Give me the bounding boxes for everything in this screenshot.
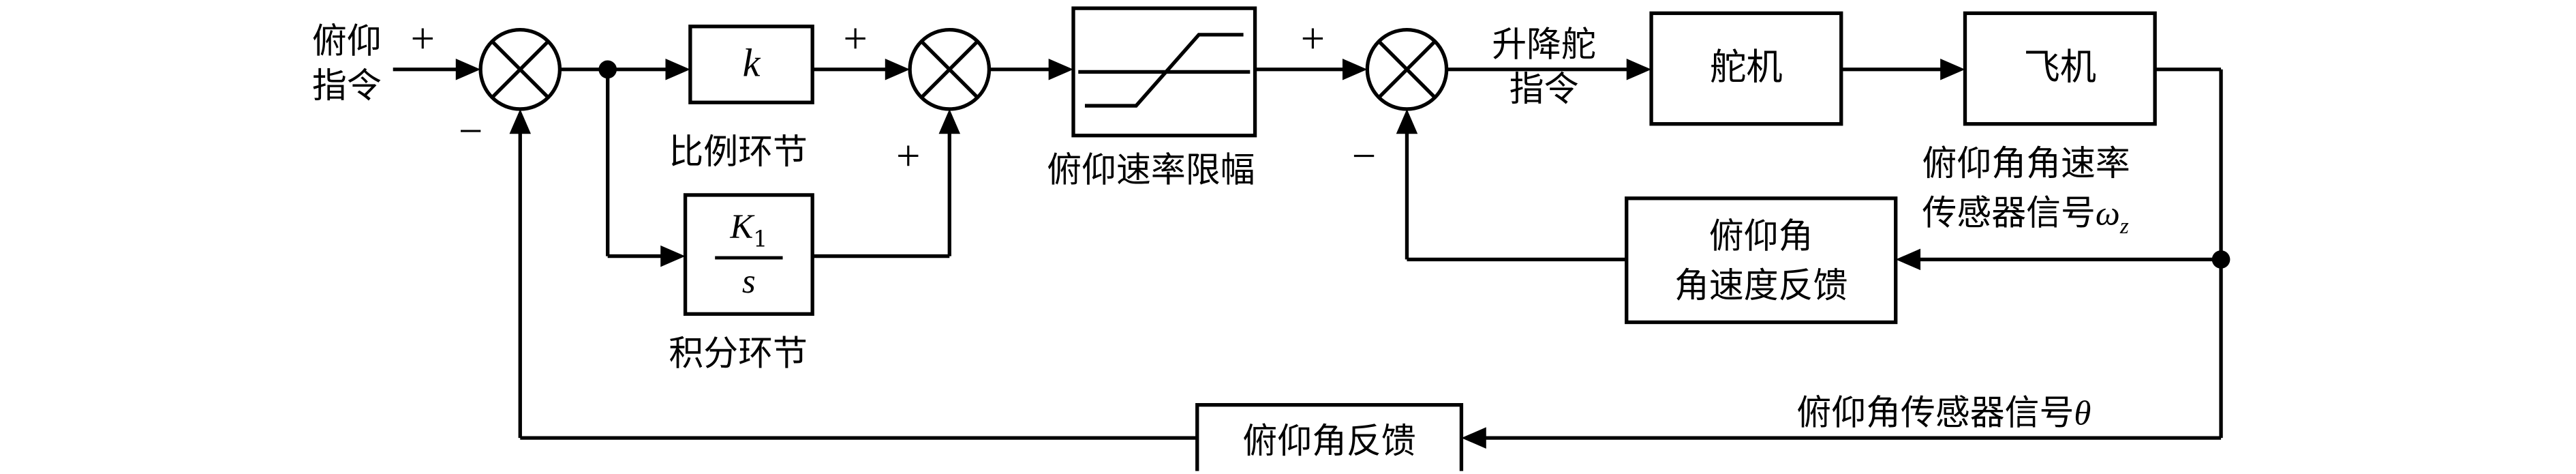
integrator-block-outline [683,193,814,316]
arrow-into-sum1-bottom [509,108,532,134]
arrow-into-sum3-bottom [1396,108,1418,134]
aircraft-block-outline [1963,11,2157,126]
arrow-into-servo [1626,59,1652,80]
servo-block-outline [1649,11,1843,126]
sum2-plus-top-sign: + [843,15,868,63]
pitch-angle-sensor-prefix: 俯仰角传感器信号 [1796,393,2074,433]
rate-feedback-block-label: 俯仰角 角速度反馈 [1674,216,1848,306]
proportional-caption: 比例环节 [669,132,808,173]
arrow-into-integrator [660,245,686,267]
arrow-into-sum2-bottom [938,108,961,134]
sum3-plus-sign: + [1301,15,1325,63]
pitch-command-label: 俯仰 指令 [311,21,382,106]
arrow-into-rate-limiter [1048,59,1074,80]
arrow-into-pitch-feedback [1461,427,1486,449]
integrator-caption: 积分环节 [669,334,808,374]
proportional-gain-value: k [742,42,761,85]
arrow-into-rate-feedback [1895,248,1921,271]
branch-dots [598,60,2230,269]
branch-dot-after-sum1 [598,60,617,79]
sum1-plus-sign: + [411,15,435,63]
arrow-into-sum2 [885,59,910,80]
omega-symbol: ω [2095,193,2120,233]
branch-dot-sensor [2211,250,2230,269]
saturation-curve [1078,33,1251,108]
sum3-minus-sign: − [1352,132,1377,180]
integrator-denominator: s [741,261,756,301]
pitch-rate-sensor-line1: 俯仰角角速率 [1922,143,2130,183]
omega-subscript: z [2119,213,2129,239]
proportional-block-outline [688,25,814,104]
arrow-into-sum1 [455,59,481,80]
arrowheads [455,59,1965,449]
sum1-minus-sign: − [459,107,483,155]
pitch-feedback-block-outline [1195,402,1464,471]
rate-limiter-caption: 俯仰速率限幅 [1047,150,1255,190]
elevator-command-label: 升降舵 指令 [1492,25,1596,109]
pitch-angle-sensor-label: 俯仰角传感器信号θ [1796,387,2226,436]
arrow-into-sum3 [1342,59,1368,80]
arrow-into-aircraft [1940,59,1965,80]
servo-block-label: 舵机 [1710,48,1783,89]
summing-signs: + − + + + − [411,15,1377,180]
integrator-transfer-function: K1 s [686,195,813,314]
integrator-numerator-subscript: 1 [753,226,768,253]
summing-junctions [478,27,1449,111]
pitch-feedback-block-label: 俯仰角反馈 [1242,421,1416,462]
arrow-into-proportional [665,59,690,80]
pitch-rate-sensor-line2-prefix: 传感器信号 [1922,193,2096,233]
theta-symbol: θ [2074,393,2091,433]
sum2-plus-bottom-sign: + [896,132,921,180]
aircraft-block-label: 飞机 [2023,48,2097,89]
pitch-rate-sensor-label: 俯仰角角速率 传感器信号ωz [1922,139,2222,252]
rate-feedback-block-outline [1625,196,1898,325]
integrator-numerator: K [730,206,754,246]
